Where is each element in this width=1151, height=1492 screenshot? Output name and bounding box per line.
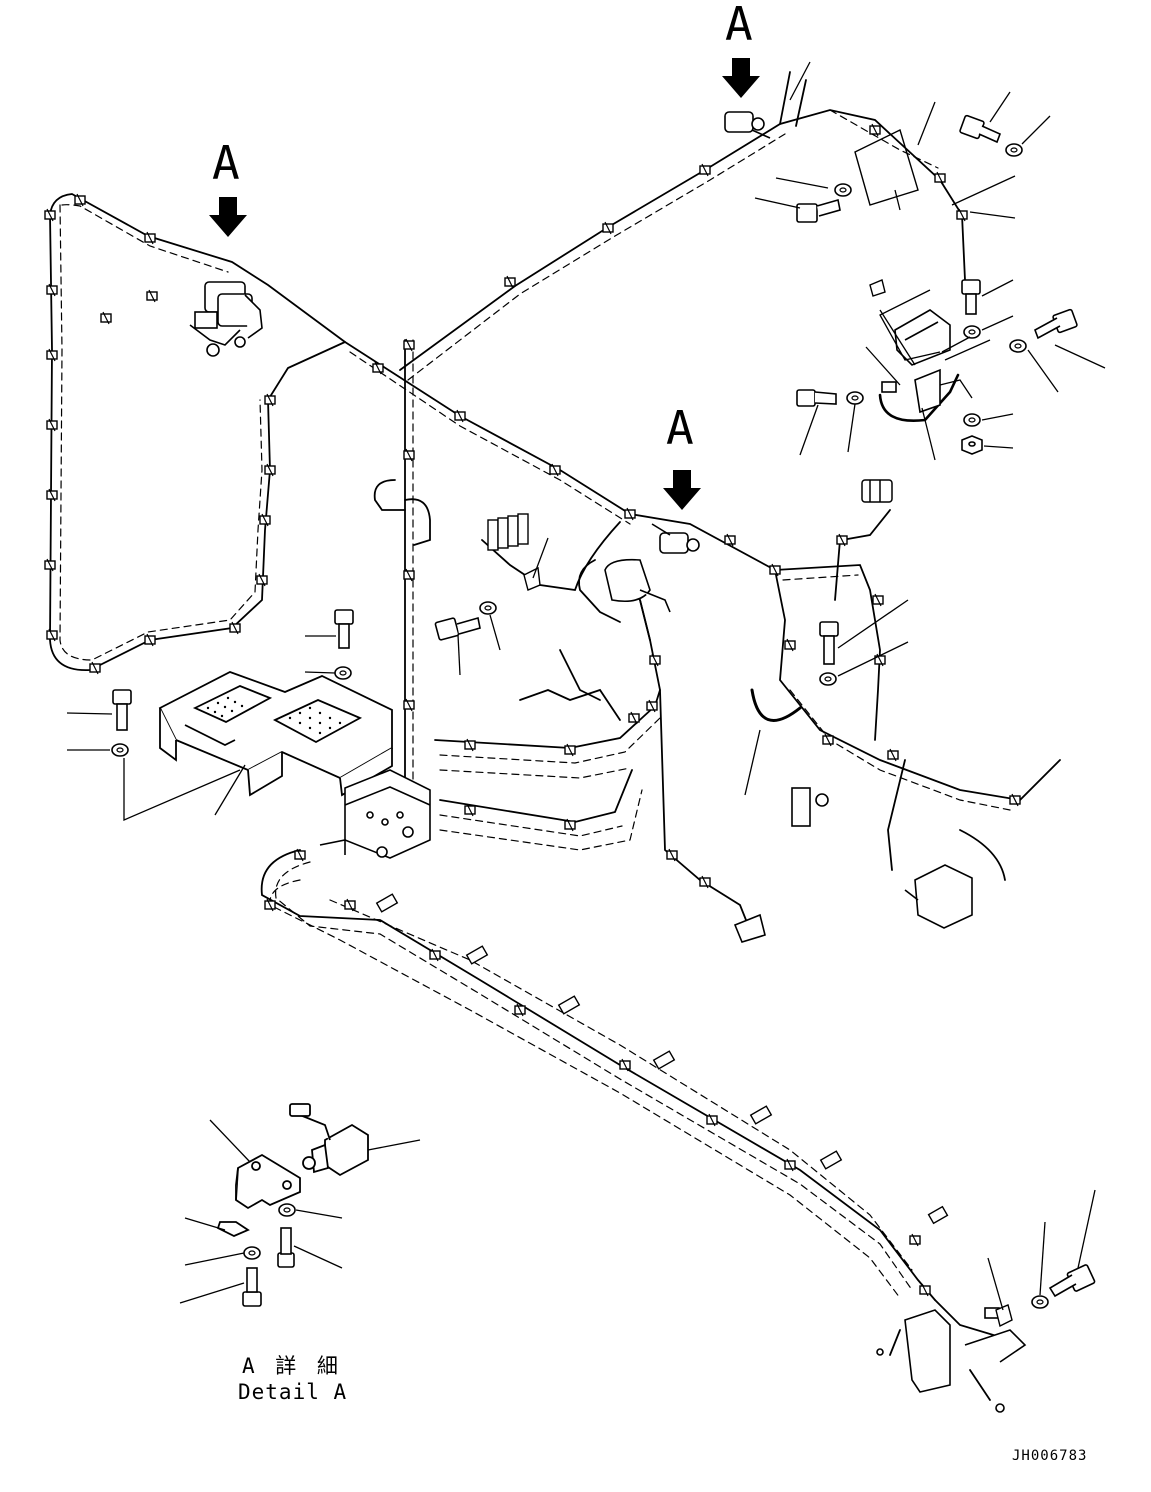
bolt-icon — [1048, 1264, 1096, 1298]
relay-center[interactable] — [604, 558, 671, 613]
down-arrow-icon — [209, 197, 247, 237]
bolt-icon — [796, 198, 841, 223]
relay-cluster-left — [189, 281, 263, 357]
bolt-icon — [819, 621, 839, 665]
nut-icon — [961, 435, 983, 455]
down-arrow-icon — [722, 58, 760, 98]
bolt-icon — [959, 114, 1002, 144]
bundle-sensor-stubs — [375, 893, 949, 1225]
drawing-code: JH006783 — [1012, 1448, 1088, 1464]
bolts — [112, 114, 1096, 1307]
step-plate — [158, 671, 393, 797]
bolt-icon — [961, 279, 981, 315]
sensor-center[interactable] — [651, 523, 700, 554]
detail-a-assembly — [216, 1103, 369, 1237]
bolt-icon — [112, 689, 132, 731]
bolt-icon — [242, 1267, 262, 1307]
callout-label-a-top: A — [725, 0, 753, 51]
down-arrow-icon — [663, 470, 701, 510]
leader-lines — [66, 61, 1106, 1311]
connector-bank — [487, 513, 529, 551]
callout-label-a-center: A — [666, 401, 694, 455]
bolt-icon — [334, 609, 354, 649]
connector-right — [861, 479, 893, 503]
horn-module[interactable] — [881, 309, 951, 414]
detail-label-en: Detail A — [238, 1380, 348, 1404]
sensor-upper-right[interactable] — [724, 111, 771, 139]
detail-label-jp: A 詳 細 — [242, 1354, 342, 1378]
bracket-plate — [854, 129, 919, 206]
callout-label-a-left: A — [212, 136, 240, 190]
bolt-icon — [434, 616, 481, 641]
bolt-icon — [277, 1227, 295, 1268]
end-bracket — [876, 1307, 1027, 1413]
bolt-icon — [1034, 308, 1078, 340]
step-plate-perforations — [206, 696, 342, 735]
valve-block — [319, 769, 431, 859]
clamp-icon — [523, 279, 1013, 1328]
bolt-icon — [796, 389, 837, 407]
sensor-box-right — [733, 787, 973, 943]
